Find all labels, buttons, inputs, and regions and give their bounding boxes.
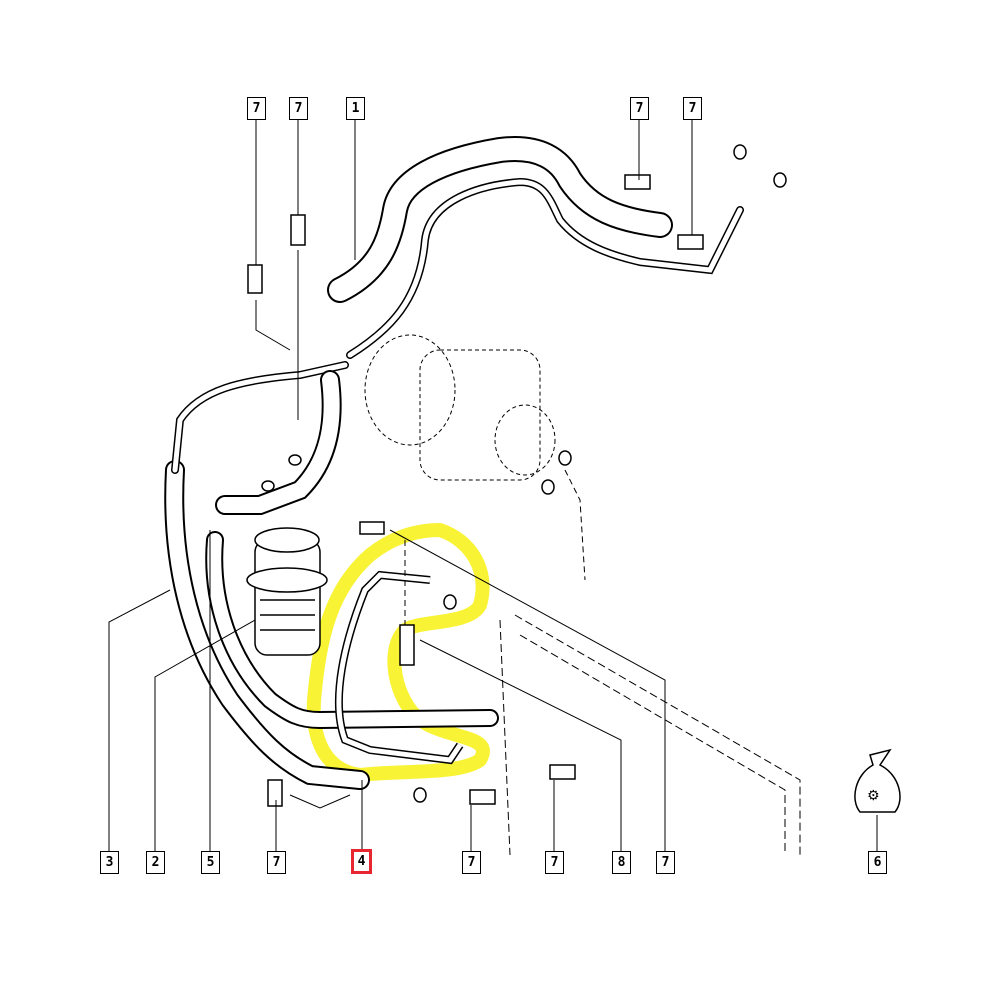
callout-7[interactable]: 7 (683, 97, 702, 120)
fasteners (247, 144, 787, 807)
receiver-dryer (246, 527, 328, 656)
compressor (364, 334, 556, 481)
callout-1[interactable]: 1 (346, 97, 365, 120)
condenser (499, 614, 801, 856)
parts-bag-icon: ⚙ (854, 748, 901, 813)
callout-2[interactable]: 2 (146, 851, 165, 874)
callout-3[interactable]: 3 (100, 851, 119, 874)
callout-7[interactable]: 7 (267, 851, 286, 874)
svg-text:⚙: ⚙ (867, 788, 880, 804)
callout-7[interactable]: 7 (247, 97, 266, 120)
callout-7[interactable]: 7 (656, 851, 675, 874)
callout-7[interactable]: 7 (289, 97, 308, 120)
hose-3-5 (164, 361, 499, 790)
callout-7[interactable]: 7 (630, 97, 649, 120)
callout-7[interactable]: 7 (545, 851, 564, 874)
leader-lines (108, 120, 878, 851)
callout-7[interactable]: 7 (462, 851, 481, 874)
callout-6[interactable]: 6 (868, 851, 887, 874)
callout-8[interactable]: 8 (612, 851, 631, 874)
pipe-4 (334, 570, 464, 765)
highlight-stroke (306, 523, 490, 782)
hose-1 (327, 136, 744, 359)
callout-4-selected[interactable]: 4 (351, 849, 372, 874)
callout-5[interactable]: 5 (201, 851, 220, 874)
